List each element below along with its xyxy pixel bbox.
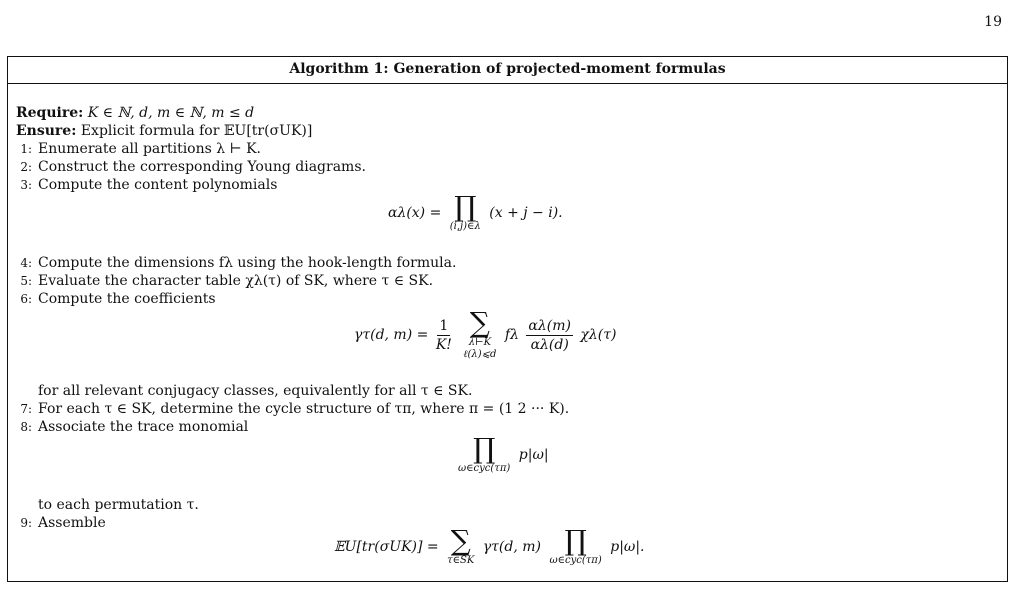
step-line: 3:Compute the content polynomials [20,177,278,193]
ensure-label: Ensure: [16,123,77,139]
trace-monomial-equation: ∏ω∈cyc(τπ) p|ω| [458,432,549,475]
require-label: Require: [16,105,84,121]
step-line: 6:Compute the coefficients [20,291,216,307]
algorithm-box: Algorithm 1: Generation of projected-mom… [7,56,1008,582]
require-text: K ∈ ℕ, d, m ∈ ℕ, m ≤ d [87,105,255,121]
step-line: 9:Assemble [20,515,106,531]
final-assembly-equation: 𝔼U[tr(σUK)] = ∑τ∈SK γτ(d, m) ∏ω∈cyc(τπ) … [334,524,645,567]
step-line: 5:Evaluate the character table χλ(τ) of … [20,273,434,289]
step-line: 4:Compute the dimensions fλ using the ho… [20,255,457,271]
ensure-text: Explicit formula for 𝔼U[tr(σUK)] [80,123,313,139]
page-number: 19 [984,14,1002,30]
step-line: 1:Enumerate all partitions λ ⊢ K. [20,141,261,157]
step-line: 2:Construct the corresponding Young diag… [20,159,366,175]
ensure-line: Ensure: Explicit formula for 𝔼U[tr(σUK)] [16,123,312,139]
content-polynomial-equation: αλ(x) = ∏(i,j)∈λ (x + j − i). [388,190,563,233]
step-line: 7:For each τ ∈ SK, determine the cycle s… [20,401,570,417]
step-line: 8:Associate the trace monomial [20,419,249,435]
step-line: to each permutation τ. [38,497,199,513]
algorithm-title: Algorithm 1: Generation of projected-mom… [8,61,1007,84]
require-line: Require: K ∈ ℕ, d, m ∈ ℕ, m ≤ d [16,105,254,121]
step-line: for all relevant conjugacy classes, equi… [38,383,473,399]
